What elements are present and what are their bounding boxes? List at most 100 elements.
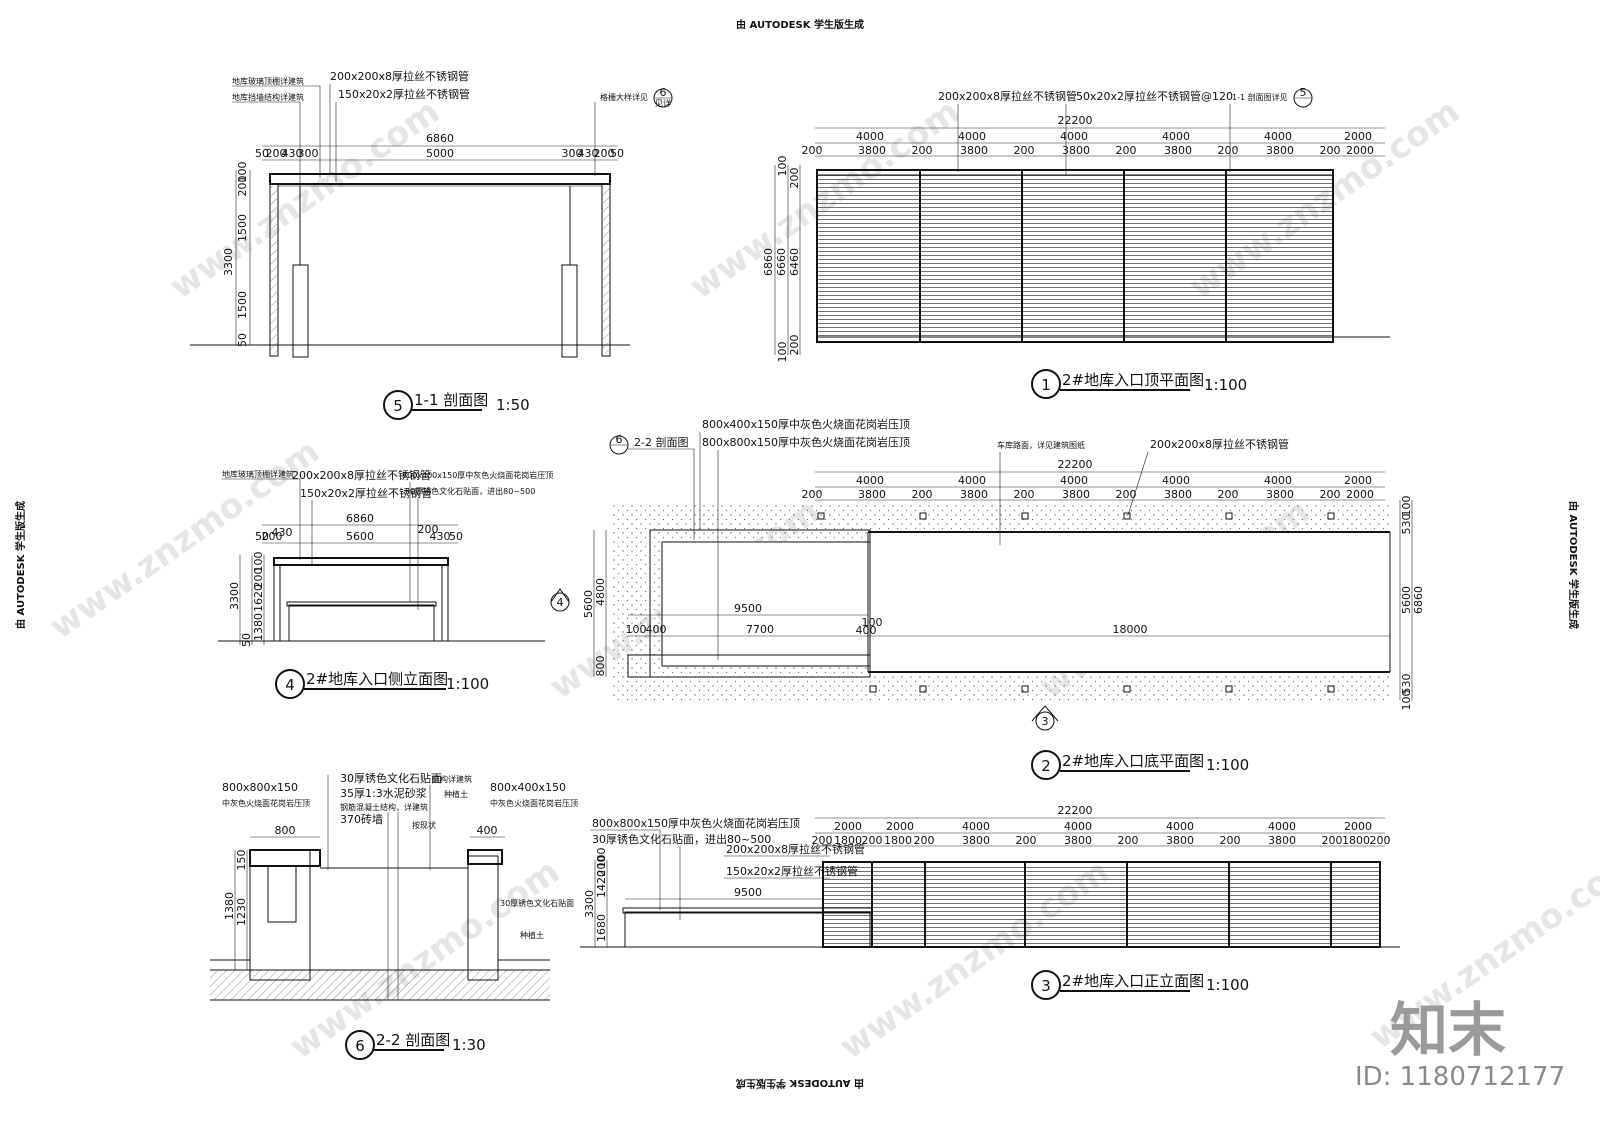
dim-label: 50 xyxy=(240,633,253,647)
dim-sub: 1800 xyxy=(834,834,862,847)
note-label: 地库玻璃顶棚详建筑 xyxy=(222,469,294,479)
note-label: 800x400x150厚中灰色火烧面花岗岩压顶 xyxy=(402,470,553,480)
section-2-2-view: 800 400 150 1230 1380 30厚锈色文化石贴面 35厚1:3水… xyxy=(210,771,578,1060)
view-number: 5 xyxy=(393,397,403,415)
note-label: 按现状 xyxy=(412,820,436,830)
callout-number: 6 xyxy=(616,433,623,446)
note-label: 35厚1:3水泥砂浆 xyxy=(340,786,427,800)
note-label: 30厚锈色文化石贴面，进出80~500 xyxy=(592,832,771,846)
view-scale: 1:100 xyxy=(1206,756,1249,774)
dim-vertical: 100 xyxy=(776,342,789,363)
note-label: 30厚锈色文化石贴面，进出80~500 xyxy=(405,486,535,496)
dim-vertical: 3300 xyxy=(583,890,596,918)
dim-vertical: 1420 xyxy=(595,870,608,898)
dim-module: 4000 xyxy=(1064,820,1092,833)
dim-label: 1500 xyxy=(236,214,249,242)
dim-sub: 200 xyxy=(1016,834,1037,847)
dim-sub: 200 xyxy=(802,488,823,501)
view-title: 2-2 剖面图 xyxy=(376,1031,450,1049)
note-label: 150x20x2厚拉丝不锈钢管 xyxy=(726,864,858,878)
note-label: 800x400x150 xyxy=(490,781,566,794)
dim-sub: 200 xyxy=(1370,834,1391,847)
dim-label: 6860 xyxy=(346,512,374,525)
view-title: 2#地库入口顶平面图 xyxy=(1062,371,1204,389)
dim-sub: 3800 xyxy=(858,144,886,157)
note-label: 1-1 剖面图详见 xyxy=(1232,92,1288,102)
view-title: 2#地库入口底平面图 xyxy=(1062,752,1204,770)
dim-module: 4000 xyxy=(856,130,884,143)
dim-label: 50 xyxy=(255,530,269,543)
dim-label: 100 xyxy=(236,162,249,183)
note-label: 370砖墙 xyxy=(340,812,383,826)
dim-module: 2000 xyxy=(1344,474,1372,487)
dim-label: 430 xyxy=(578,147,599,160)
dim-sub: 2000 xyxy=(1346,488,1374,501)
dim-label: 430 xyxy=(430,530,451,543)
note-label: 中灰色火烧面花岗岩压顶 xyxy=(490,798,578,808)
view-title: 1-1 剖面图 xyxy=(414,391,488,409)
view-number: 3 xyxy=(1041,977,1051,995)
dim-horizontal: 7700 xyxy=(746,623,774,636)
view-scale: 1:100 xyxy=(446,675,489,693)
view-number: 1 xyxy=(1041,376,1051,394)
note-label: 30厚锈色文化石贴面 xyxy=(500,898,574,908)
dim-sub: 200 xyxy=(914,834,935,847)
dim-module: 4000 xyxy=(958,130,986,143)
dim-sub: 3800 xyxy=(1164,144,1192,157)
dim-sub: 3800 xyxy=(1266,488,1294,501)
callout-number: 5 xyxy=(1300,86,1307,99)
dim-label: 50 xyxy=(255,147,269,160)
dim-label: 200 xyxy=(252,568,265,589)
ground-plan-view: 22200 4000 4000 4000 4000 4000 2000 200 … xyxy=(550,417,1425,780)
dim-label: 5600 xyxy=(346,530,374,543)
dim-label: 200 xyxy=(236,176,249,197)
dim-horizontal: 100 xyxy=(862,616,883,629)
dim-total: 22200 xyxy=(1058,804,1093,817)
note-label: 800x400x150厚中灰色火烧面花岗岩压顶 xyxy=(702,417,910,431)
view-number: 4 xyxy=(285,676,295,694)
note-label: 200x200x8厚拉丝不锈钢管 xyxy=(938,89,1077,103)
callout-number: 4 xyxy=(557,596,564,609)
dim-sub: 200 xyxy=(1218,488,1239,501)
dim-vertical: 100 xyxy=(595,848,608,869)
dim-sub: 1800 xyxy=(1342,834,1370,847)
dim-vertical: 530 xyxy=(1400,674,1413,695)
dim-vertical: 5600 xyxy=(582,590,595,618)
dim-vertical: 6860 xyxy=(1412,586,1425,614)
dim-horizontal: 18000 xyxy=(1113,623,1148,636)
dim-module: 2000 xyxy=(1344,820,1372,833)
note-label: 200x200x8厚拉丝不锈钢管 xyxy=(330,69,469,83)
dim-module: 4000 xyxy=(962,820,990,833)
dim-sub: 200 xyxy=(1322,834,1343,847)
dim-module: 2000 xyxy=(886,820,914,833)
dim-label: 430 xyxy=(272,526,293,539)
dim-horizontal: 9500 xyxy=(734,886,762,899)
note-label: 中灰色火烧面花岗岩压顶 xyxy=(222,798,310,808)
note-label: 结构详建筑 xyxy=(432,774,472,784)
dim-label: 50 xyxy=(236,333,249,347)
dim-horizontal: 100 xyxy=(626,623,647,636)
view-number: 2 xyxy=(1041,757,1051,775)
dim-label: 1230 xyxy=(235,898,248,926)
dim-label: 200 xyxy=(418,523,439,536)
note-label: 2-2 剖面图 xyxy=(634,435,688,449)
dim-vertical: 200 xyxy=(788,168,801,189)
dim-label: 3300 xyxy=(222,248,235,276)
note-label: 150x20x2厚拉丝不锈钢管 xyxy=(300,486,432,500)
callout-sub: 见详 xyxy=(655,98,671,108)
dim-sub: 200 xyxy=(912,488,933,501)
view-title: 2#地库入口正立面图 xyxy=(1062,972,1204,990)
dim-sub: 200 xyxy=(1116,144,1137,157)
id-watermark: ID: 1180712177 xyxy=(1355,1062,1565,1092)
note-label: 200x200x8厚拉丝不锈钢管 xyxy=(292,468,431,482)
note-label: 50x20x2厚拉丝不锈钢管@120 xyxy=(1076,89,1233,103)
dim-label: 1620 xyxy=(252,584,265,612)
dim-label: 150 xyxy=(235,850,248,871)
dim-horizontal: 9500 xyxy=(734,602,762,615)
dim-label: 3300 xyxy=(228,582,241,610)
dim-sub: 3800 xyxy=(960,488,988,501)
dim-module: 4000 xyxy=(1166,820,1194,833)
dim-sub: 3800 xyxy=(1268,834,1296,847)
view-title: 2#地库入口侧立面图 xyxy=(306,670,448,688)
dim-sub: 3800 xyxy=(960,144,988,157)
